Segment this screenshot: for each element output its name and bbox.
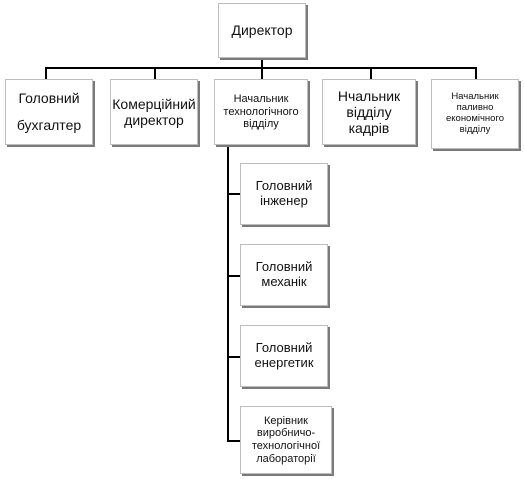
node-tech-head-label: Начальник технологічного відділу	[223, 93, 299, 131]
node-tech-head: Начальник технологічного відділу	[214, 79, 308, 145]
node-director-label: Директор	[231, 22, 293, 39]
node-lab-head: Керівник виробничо-технологічної лаборат…	[240, 406, 332, 474]
node-commercial-director: Комерційний директор	[110, 79, 198, 145]
node-hr-head-label: Нчальник відділу кадрів	[337, 87, 401, 137]
node-chief-engineer: Головний інженер	[240, 163, 328, 225]
node-chief-accountant-label: Головний бухгалтер	[16, 90, 82, 133]
node-chief-accountant: Головний бухгалтер	[5, 79, 93, 145]
node-chief-engineer-label: Головний інженер	[255, 178, 313, 208]
node-chief-energy: Головний енергетик	[240, 325, 328, 387]
node-fuel-head: Начальник паливно економічного відділу	[431, 79, 519, 149]
node-chief-energy-label: Головний енергетик	[254, 340, 314, 370]
node-chief-mechanic: Головний механік	[240, 244, 328, 306]
node-commercial-director-label: Комерційний директор	[112, 95, 196, 128]
node-director: Директор	[218, 3, 306, 58]
node-fuel-head-label: Начальник паливно економічного відділу	[445, 91, 505, 135]
node-hr-head: Нчальник відділу кадрів	[322, 79, 416, 145]
node-lab-head-label: Керівник виробничо-технологічної лаборат…	[251, 414, 321, 465]
node-chief-mechanic-label: Головний механік	[255, 259, 313, 289]
